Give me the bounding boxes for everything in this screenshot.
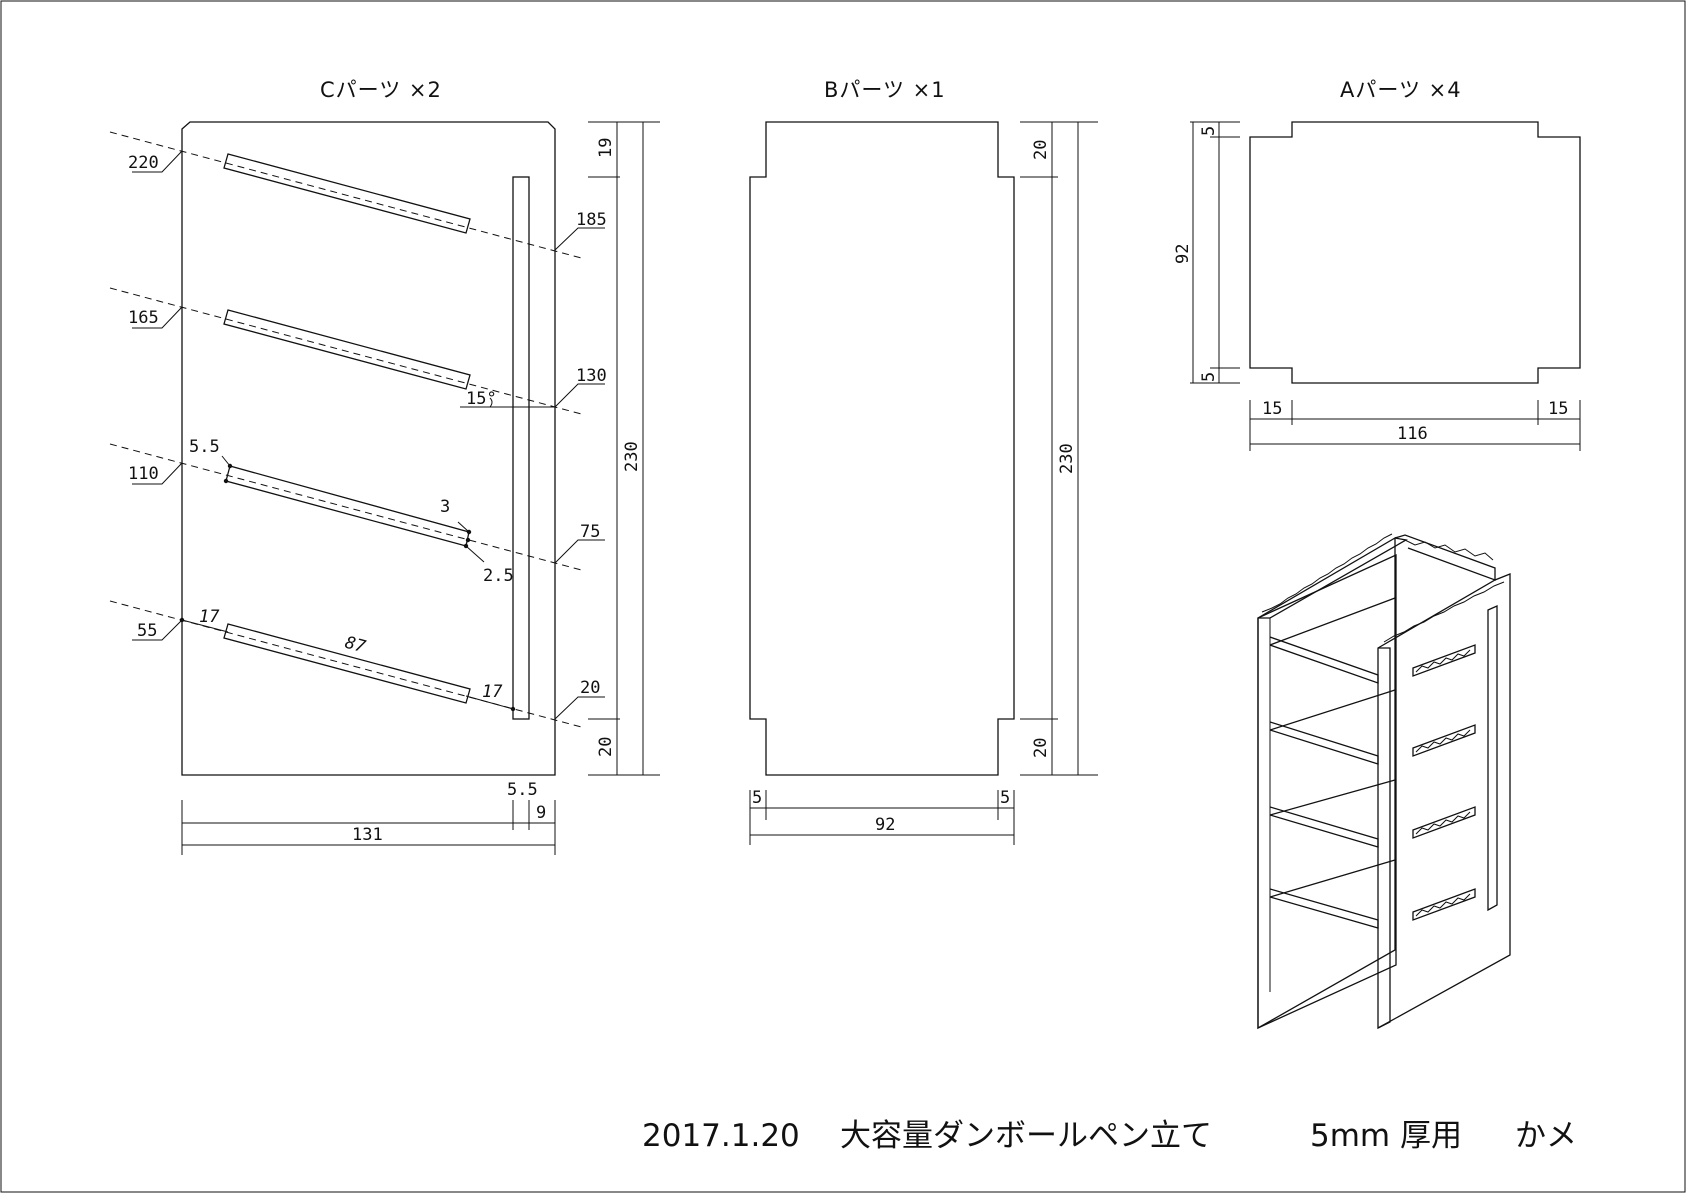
a-width-left: 15 [1262, 399, 1282, 419]
c-part-right-leader-3: 75 [554, 522, 605, 564]
c-width-9: 9 [536, 803, 546, 823]
c-width-total: 131 [352, 825, 383, 845]
b-part-width-dimension: 5 92 5 [749, 788, 1015, 845]
a-height-total: 92 [1173, 244, 1193, 264]
c-part-width-dimension: 5.5 9 131 [181, 780, 556, 855]
b-part-drawing: Bパーツ ×1 20 230 20 5 92 5 [749, 78, 1098, 845]
c-height-total: 230 [622, 441, 642, 472]
c-right-label-130: 130 [576, 366, 607, 386]
c-height-bottom: 20 [596, 737, 616, 757]
a-height-bottom: 5 [1199, 372, 1219, 382]
a-part-height-dimension: 5 92 5 [1173, 121, 1240, 384]
c-part-angle-label: 15° [466, 389, 497, 409]
c-right-label-75: 75 [580, 522, 600, 542]
a-part-title: Aパーツ ×4 [1340, 78, 1462, 102]
c-detail-2-5: 2.5 [483, 566, 514, 586]
c-detail-5-5: 5.5 [189, 437, 220, 457]
b-height-bottom: 20 [1031, 738, 1051, 758]
b-height-total: 230 [1057, 443, 1077, 474]
c-part-left-leader-1: 220 [128, 150, 183, 173]
c-seg-87: 87 [343, 633, 369, 658]
c-part-height-dimension: 19 230 20 [588, 121, 660, 776]
c-right-label-20: 20 [580, 678, 600, 698]
c-part-right-leader-4: 20 [554, 678, 605, 720]
footer-title: 大容量ダンボールペン立て [840, 1118, 1212, 1154]
c-seg-17-a: 17 [199, 607, 220, 627]
a-part-drawing: Aパーツ ×4 5 92 5 15 116 15 [1173, 78, 1581, 451]
c-height-top: 19 [596, 138, 616, 158]
c-part-left-leader-3: 110 [128, 462, 183, 485]
c-part-slot-4 [109, 600, 586, 729]
a-part-outline [1249, 121, 1581, 384]
c-part-right-leader-2: 130 [554, 366, 607, 408]
c-part-slot-2 [109, 287, 586, 416]
c-part-vertical-slot [512, 176, 530, 720]
a-part-width-dimension: 15 116 15 [1249, 399, 1581, 451]
title-block: 2017.1.20 大容量ダンボールペン立て 5mm 厚用 かメ [642, 1118, 1577, 1154]
footer-author: かメ [1515, 1118, 1577, 1154]
c-part-right-leader-1: 185 [554, 210, 607, 251]
b-width-right: 5 [1000, 788, 1010, 808]
a-height-top: 5 [1199, 126, 1219, 136]
b-part-title: Bパーツ ×1 [824, 78, 946, 102]
c-part-slot-3 [109, 443, 586, 572]
c-part-slot-1 [109, 131, 586, 260]
c-width-5-5: 5.5 [507, 780, 538, 800]
b-part-outline [749, 121, 1015, 776]
a-width-right: 15 [1548, 399, 1568, 419]
c-slot-label-220: 220 [128, 153, 159, 173]
c-slot-label-55: 55 [137, 621, 157, 641]
b-width-total: 92 [875, 815, 895, 835]
assembled-pen-stand-illustration [1257, 533, 1511, 1030]
footer-spec: 5mm 厚用 [1310, 1118, 1462, 1154]
c-right-label-185: 185 [576, 210, 607, 230]
c-part-left-leader-2: 165 [128, 306, 183, 329]
a-width-total: 116 [1397, 424, 1428, 444]
c-seg-17-b: 17 [482, 682, 503, 702]
c-part-drawing: Cパーツ ×2 [109, 78, 660, 855]
b-width-left: 5 [752, 788, 762, 808]
c-part-title: Cパーツ ×2 [320, 78, 442, 102]
c-slot-label-110: 110 [128, 464, 159, 484]
b-part-height-dimension: 20 230 20 [1020, 121, 1098, 776]
b-height-top: 20 [1031, 140, 1051, 160]
c-part-left-leader-4: 55 [132, 619, 183, 641]
c-slot-label-165: 165 [128, 308, 159, 328]
footer-date: 2017.1.20 [642, 1118, 800, 1154]
c-detail-3: 3 [440, 497, 450, 517]
c-part-angle-marker: 15° [460, 389, 555, 409]
c-part-outline [181, 121, 556, 776]
